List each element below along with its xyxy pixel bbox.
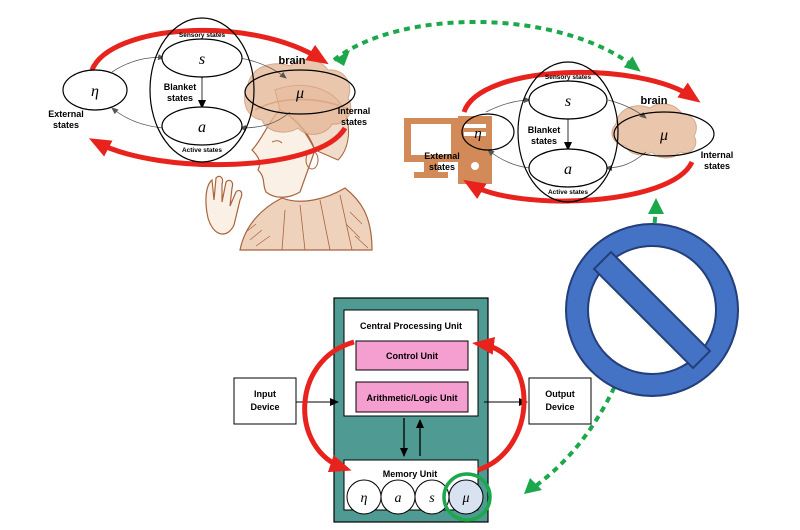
- input-device-label-2: Device: [250, 402, 279, 412]
- input-device-label-1: Input: [254, 389, 276, 399]
- red-arrow-computer-right: [472, 336, 527, 473]
- output-device-label-2: Device: [545, 402, 574, 412]
- external-label-left-2: states: [53, 120, 79, 130]
- memory-cell-mu: [448, 479, 484, 515]
- internal-state-node-right: [613, 111, 715, 157]
- s-symbol-left: s: [199, 51, 205, 68]
- input-device-box: [233, 377, 297, 425]
- link-mu-to-a-left: [239, 111, 291, 131]
- control-unit-box: [355, 340, 469, 371]
- a-symbol-left: a: [198, 119, 206, 136]
- green-arrowhead-upper: [648, 198, 664, 214]
- active-state-node-left: [161, 106, 243, 146]
- a-symbol-right: a: [564, 161, 572, 178]
- blanket-label-right-1: Blanket: [528, 125, 561, 135]
- control-unit-label: Control Unit: [386, 351, 438, 361]
- link-mu-to-a-right: [605, 151, 647, 171]
- mu-symbol-right: μ: [659, 127, 668, 144]
- brain-label-left: brain: [279, 55, 306, 67]
- blanket-label-left-2: states: [167, 93, 193, 103]
- memory-cell-a-label: a: [395, 491, 402, 506]
- link-a-to-eta-right: [487, 149, 531, 169]
- link-s-to-mu-left: [239, 57, 287, 79]
- external-label-right-1: External: [424, 151, 460, 161]
- internal-label-left-2: states: [341, 117, 367, 127]
- blanket-label-left-1: Blanket: [164, 82, 197, 92]
- green-arrowhead-lower: [524, 478, 542, 494]
- prohibition-sign: [565, 223, 739, 397]
- eta-symbol-right: η: [474, 126, 481, 142]
- blanket-ellipse-right: [517, 61, 619, 203]
- cpu-title: Central Processing Unit: [360, 321, 462, 331]
- link-s-to-mu-right: [607, 99, 647, 119]
- external-label-right-2: states: [429, 162, 455, 172]
- brain-label-right: brain: [641, 95, 668, 107]
- green-dotted-arrow-top: [332, 19, 641, 72]
- red-arrow-computer-left: [302, 339, 355, 473]
- memory-cell-mu-highlight: [442, 472, 492, 522]
- sensory-states-label-right: Sensory states: [545, 74, 592, 81]
- mu-symbol-left: μ: [295, 85, 304, 102]
- external-state-node-left: [62, 69, 128, 111]
- brain-illustration-left: [244, 59, 352, 135]
- sensory-states-label-left: Sensory states: [179, 32, 226, 39]
- internal-label-left-1: Internal: [338, 106, 371, 116]
- active-states-label-left: Active states: [182, 147, 222, 154]
- red-arrow-bottom-left: [88, 126, 348, 168]
- active-state-node-right: [528, 148, 608, 188]
- link-a-to-eta-left: [111, 107, 165, 129]
- s-symbol-right: s: [565, 93, 571, 110]
- eta-symbol-left: η: [91, 83, 99, 100]
- link-eta-to-s-left: [111, 54, 165, 73]
- active-states-label-right: Active states: [548, 189, 588, 196]
- sensory-state-node-left: [161, 38, 243, 78]
- output-device-label-1: Output: [545, 389, 575, 399]
- memory-cell-eta-label: η: [361, 491, 368, 506]
- output-device-box: [528, 377, 592, 425]
- alu-box: [355, 381, 469, 413]
- red-arrow-bottom-right: [463, 160, 695, 204]
- blanket-ellipse-left: [149, 17, 255, 163]
- green-arrowhead-top-left: [334, 50, 350, 66]
- memory-unit-label: Memory Unit: [383, 469, 438, 479]
- blanket-label-right-2: states: [531, 136, 557, 146]
- external-label-left-1: External: [48, 109, 84, 119]
- sensory-state-node-right: [528, 80, 608, 120]
- computer-icon: [404, 116, 492, 184]
- external-state-node-right: [461, 113, 515, 151]
- internal-label-right-2: states: [704, 161, 730, 171]
- red-arrow-top-right: [461, 69, 701, 114]
- link-eta-to-s-right: [485, 97, 531, 113]
- red-arrow-top-left: [89, 28, 329, 72]
- internal-state-node-left: [244, 69, 356, 115]
- internal-label-right-1: Internal: [701, 150, 734, 160]
- memory-cell-mu-label: μ: [461, 491, 469, 506]
- memory-cell-s-label: s: [429, 491, 435, 506]
- alu-label: Arithmetic/Logic Unit: [366, 393, 457, 403]
